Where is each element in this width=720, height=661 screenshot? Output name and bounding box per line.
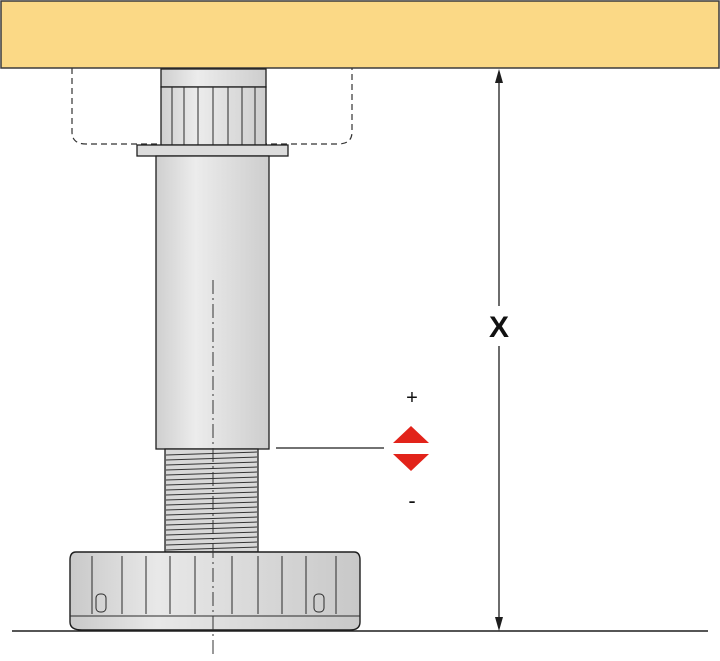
- base-foot: [69, 551, 361, 631]
- up-down-triangle-icon: [393, 426, 429, 471]
- plus-label: +: [406, 387, 418, 409]
- threaded-spindle: [164, 448, 259, 553]
- cabinet-panel: [0, 0, 720, 69]
- flange: [136, 144, 289, 157]
- minus-label: -: [408, 488, 415, 513]
- dimension-x: X: [484, 69, 514, 631]
- knurled-top-cap: [160, 68, 267, 146]
- dimension-label: X: [489, 311, 509, 344]
- height-adjust-indicator: + -: [276, 387, 429, 513]
